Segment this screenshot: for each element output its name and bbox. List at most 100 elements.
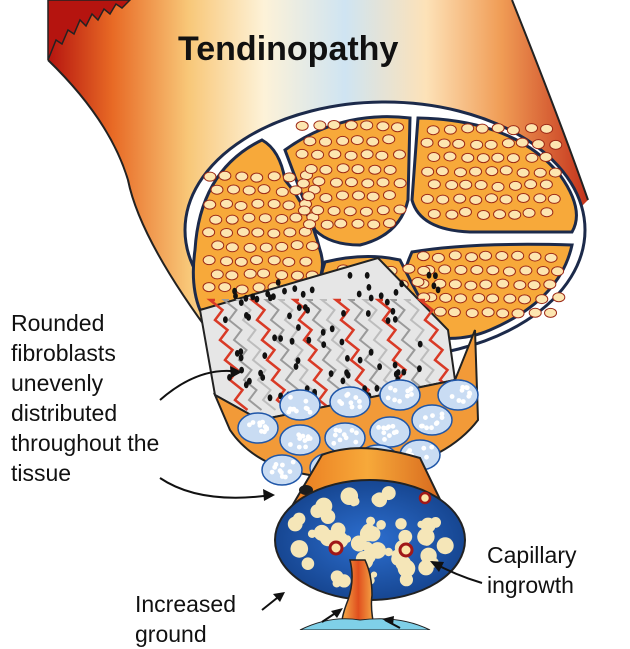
fibroblast-annotation-line: throughout the [11,430,160,456]
fascicle-cell [501,138,515,149]
fascicle-cell [393,204,407,215]
fascicle-cell [511,308,525,319]
fascicle-cell [391,122,405,133]
fascicle-cell [496,308,510,319]
fibroblast [347,272,353,279]
arrow-fibroblast-2 [159,477,273,499]
fibroblast [320,328,326,336]
fibre-bundle [411,404,453,436]
fascicle-cell [383,164,397,175]
ground-substance-base [299,618,431,631]
fascicle-cell [469,166,483,177]
fascicle-cell [438,264,452,275]
fibroblast [275,279,281,286]
fascicle-cell [351,218,365,229]
fibre-bundle [437,379,479,411]
disc-cell [398,529,413,544]
fascicle-cell [516,193,530,204]
fascicle-cell [302,191,316,202]
fascicle-cell [344,150,358,161]
fascicle-cell [539,152,553,163]
fascicle-cell [535,294,549,305]
fascicle-cell [474,180,488,191]
fascicle-cell [275,270,289,281]
collagen-fibre [277,299,319,411]
arrowhead [230,366,242,378]
fascicle-cell [257,268,271,279]
fascicle-cell [402,263,416,274]
fascicle-cell [524,179,538,190]
fascicle-cell [343,206,357,217]
fibroblast [267,394,273,402]
fascicle-cell [203,199,217,210]
fascicle-cell [506,125,520,136]
fascicle-cell [443,151,457,162]
fibroblast [265,290,271,298]
fibroblast [426,271,432,279]
fascicle-cell [443,124,457,135]
fascicle-cell [539,179,553,190]
fascicle-cell [296,178,310,189]
fascicle-cell [209,214,223,225]
disc-cell [332,579,341,588]
tendinopathy-diagram: Tendinopathy Rounded fibroblasts unevenl… [11,0,589,647]
fascicle-cell [218,282,232,293]
fibroblast [300,290,306,298]
fascicle-cell [303,219,317,230]
fascicle-cell [493,209,507,220]
disc-cell [366,516,376,526]
fascicle-cell [382,134,396,145]
fascicle-cell [491,181,505,192]
fascicle-cell [503,293,517,304]
fascicle-cell [225,242,239,253]
fascicle-cell [427,179,441,190]
fascicle-cell [461,152,475,163]
fascicle-cell [304,164,318,175]
collagen-fibre [221,299,263,411]
fascicle-cell [417,265,431,276]
fascicle-cell [544,307,558,318]
fibroblast [399,280,405,288]
arrowhead [331,608,343,618]
fibroblast [385,317,391,324]
fascicle-cell [313,120,327,131]
fascicle-cell [522,207,536,218]
fascicle-cell [360,120,374,131]
fascicle-cell [376,205,390,216]
fascicle-cell [495,250,509,261]
fibroblast [244,312,249,319]
fascicle-cell [461,123,475,134]
fascicle-cell [485,166,499,177]
arrowhead [430,561,444,572]
fibroblast [393,370,399,378]
fibroblast-annotation-line: Rounded [11,310,105,336]
fascicle-cell [540,207,554,218]
fascicle-cell [368,164,382,175]
disc-cell [421,535,432,546]
fibroblast [328,370,334,377]
collagen-fibre [248,298,291,411]
fibroblast [282,287,287,295]
fascicle-cell [359,206,373,217]
torn-end [47,0,132,61]
fascicle-cell [427,209,441,220]
fascicle-cell [540,123,554,134]
cone-pore [299,485,313,495]
fascicle-cell [528,251,542,262]
fascicle-cell [502,266,516,277]
fibroblast [227,374,232,381]
fibroblast [296,304,302,311]
disc-cell [420,547,437,564]
fascicle-cell [427,152,441,163]
fascicle-cell [227,184,241,195]
fascicle-cell [486,265,500,276]
fascicle-cell [283,227,297,238]
fascicle-cell [543,279,557,290]
fascicle-cell [486,293,500,304]
disc-cell [417,520,425,529]
fascicle-cell [295,148,309,159]
fascicle-cell [376,177,390,188]
fibroblast [329,325,335,333]
fascicle-cell [334,218,348,229]
fascicle-cell [375,150,389,161]
